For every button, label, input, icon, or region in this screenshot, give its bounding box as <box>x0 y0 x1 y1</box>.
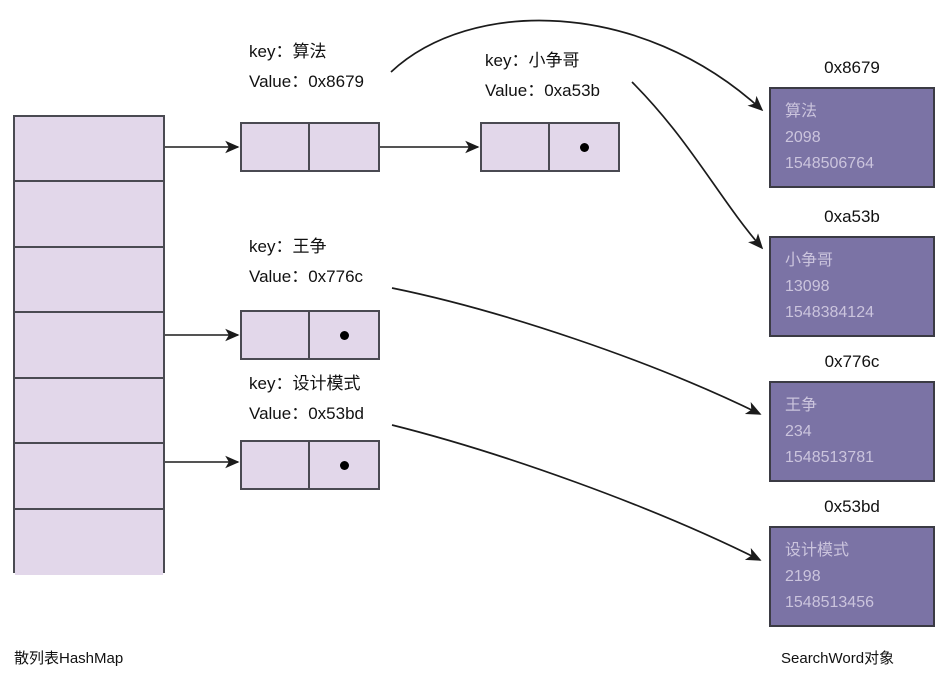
object-box-2[interactable]: 王争 234 1548513781 <box>769 381 935 482</box>
null-pointer-dot-icon <box>579 142 589 152</box>
list-node-chain1-node0[interactable] <box>240 310 380 360</box>
arrow-value-0xa53b-to-object <box>631 81 764 250</box>
object-timestamp: 1548513456 <box>785 594 874 611</box>
hashtable-cell-2[interactable] <box>15 247 163 314</box>
object-address-2: 0x776c <box>824 352 880 371</box>
node-key-label: key：设计模式 <box>249 374 361 393</box>
object-timestamp: 1548513781 <box>785 449 874 466</box>
node-label-chain0-node0: key：算法 Value：0x8679 <box>249 37 364 97</box>
list-node-chain0-node0[interactable] <box>240 122 380 172</box>
arrow-value-0x53bd-to-object <box>391 424 762 561</box>
hashtable-cell-5[interactable] <box>15 444 163 510</box>
node-key-cell <box>242 124 310 170</box>
object-box-0[interactable]: 算法 2098 1548506764 <box>769 87 935 188</box>
object-address-1: 0xa53b <box>824 207 880 226</box>
node-value-label: Value：0x776c <box>249 267 364 286</box>
node-label-chain1-node0: key：王争 Value：0x776c <box>249 232 363 292</box>
object-timestamp: 1548506764 <box>785 155 874 172</box>
node-key-label: key：算法 <box>249 42 327 61</box>
node-label-chain2-node0: key：设计模式 Value：0x53bd <box>249 369 364 429</box>
object-box-3[interactable]: 设计模式 2198 1548513456 <box>769 526 935 627</box>
node-next-cell <box>550 124 618 170</box>
object-name: 王争 <box>785 397 818 414</box>
node-key-cell <box>482 124 550 170</box>
node-key-cell <box>242 312 310 358</box>
object-name: 设计模式 <box>785 542 850 559</box>
node-key-label: key：王争 <box>249 237 327 256</box>
node-next-cell <box>310 442 378 488</box>
object-count: 2098 <box>785 129 821 146</box>
node-key-label: key：小争哥 <box>485 51 580 70</box>
object-count: 13098 <box>785 278 830 295</box>
object-timestamp: 1548384124 <box>785 304 874 321</box>
node-label-chain0-node1: key：小争哥 Value：0xa53b <box>485 46 600 106</box>
object-name: 小争哥 <box>785 252 834 269</box>
hashtable-cell-6[interactable] <box>15 509 163 575</box>
object-address-3: 0x53bd <box>824 497 880 516</box>
list-node-chain0-node1[interactable] <box>480 122 620 172</box>
node-key-cell <box>242 442 310 488</box>
node-next-cell <box>310 312 378 358</box>
object-count: 2198 <box>785 568 821 585</box>
hashtable-cell-4[interactable] <box>15 378 163 445</box>
list-node-chain2-node0[interactable] <box>240 440 380 490</box>
object-count: 234 <box>785 423 812 440</box>
hashtable <box>13 115 165 575</box>
node-value-label: Value：0x53bd <box>249 404 364 423</box>
node-value-label: Value：0x8679 <box>249 72 364 91</box>
null-pointer-dot-icon <box>339 330 349 340</box>
object-box-1[interactable]: 小争哥 13098 1548384124 <box>769 236 935 337</box>
object-address-0: 0x8679 <box>824 58 880 77</box>
arrow-value-0x776c-to-object <box>391 287 762 415</box>
caption-objects: SearchWord对象 <box>781 650 895 667</box>
caption-hashtable: 散列表HashMap <box>14 650 124 667</box>
node-value-label: Value：0xa53b <box>485 81 600 100</box>
object-name: 算法 <box>785 103 818 120</box>
hashtable-cell-0[interactable] <box>15 117 163 183</box>
node-next-cell <box>310 124 378 170</box>
null-pointer-dot-icon <box>339 460 349 470</box>
hashtable-cell-3[interactable] <box>15 313 163 379</box>
hashtable-cell-1[interactable] <box>15 182 163 248</box>
